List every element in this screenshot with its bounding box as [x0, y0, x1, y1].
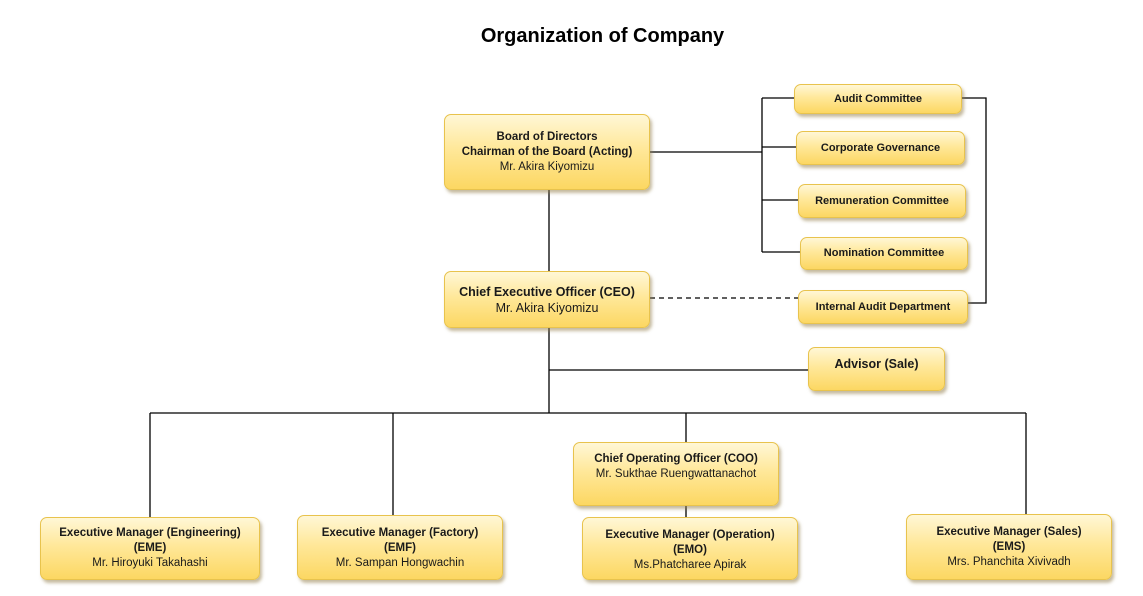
- ceo-name: Mr. Akira Kiyomizu: [495, 300, 599, 315]
- manager-factory-box[interactable]: Executive Manager (Factory) (EMF) Mr. Sa…: [297, 515, 503, 580]
- ceo-role: Chief Executive Officer (CEO): [459, 284, 635, 299]
- coo-name: Mr. Sukthae Ruengwattanachot: [595, 468, 757, 480]
- manager-name: Mr. Sampan Hongwachin: [335, 557, 465, 569]
- audit-committee-label: Audit Committee: [834, 92, 922, 105]
- remuneration-committee-label: Remuneration Committee: [815, 194, 949, 207]
- audit-committee-box[interactable]: Audit Committee: [794, 84, 962, 114]
- manager-role: Executive Manager (Factory): [321, 527, 479, 539]
- board-line1: Board of Directors: [496, 130, 598, 143]
- manager-name: Mr. Hiroyuki Takahashi: [92, 557, 208, 569]
- board-name: Mr. Akira Kiyomizu: [499, 160, 595, 173]
- manager-abbr: (EME): [133, 542, 167, 554]
- remuneration-committee-box[interactable]: Remuneration Committee: [798, 184, 966, 218]
- manager-role: Executive Manager (Sales): [936, 525, 1082, 538]
- manager-role: Executive Manager (Operation): [605, 529, 775, 541]
- manager-name: Mrs. Phanchita Xivivadh: [947, 555, 1071, 568]
- manager-operation-box[interactable]: Executive Manager (Operation) (EMO) Ms.P…: [582, 517, 798, 580]
- manager-sales-box[interactable]: Executive Manager (Sales) (EMS) Mrs. Pha…: [906, 514, 1112, 580]
- advisor-sale-box[interactable]: Advisor (Sale): [808, 347, 945, 391]
- audit-to-internal-audit-connector: [962, 97, 987, 304]
- manager-abbr: (EMS): [992, 540, 1026, 553]
- corporate-governance-box[interactable]: Corporate Governance: [796, 131, 965, 165]
- coo-box[interactable]: Chief Operating Officer (COO) Mr. Suktha…: [573, 442, 779, 506]
- board-line2: Chairman of the Board (Acting): [461, 145, 633, 158]
- corporate-governance-label: Corporate Governance: [820, 141, 941, 154]
- manager-name: Ms.Phatcharee Apirak: [633, 559, 747, 571]
- internal-audit-department-box[interactable]: Internal Audit Department: [798, 290, 968, 324]
- board-of-directors-box[interactable]: Board of Directors Chairman of the Board…: [444, 114, 650, 190]
- coo-role: Chief Operating Officer (COO): [594, 453, 758, 465]
- manager-role: Executive Manager (Engineering): [59, 527, 241, 539]
- manager-engineering-box[interactable]: Executive Manager (Engineering) (EME) Mr…: [40, 517, 260, 580]
- nomination-committee-box[interactable]: Nomination Committee: [800, 237, 968, 270]
- ceo-box[interactable]: Chief Executive Officer (CEO) Mr. Akira …: [444, 271, 650, 328]
- internal-audit-label: Internal Audit Department: [815, 300, 951, 313]
- advisor-label: Advisor (Sale): [834, 357, 919, 371]
- nomination-committee-label: Nomination Committee: [823, 247, 945, 259]
- manager-abbr: (EMO): [673, 544, 707, 556]
- chart-title: Organization of Company: [480, 25, 725, 47]
- manager-abbr: (EMF): [384, 542, 416, 554]
